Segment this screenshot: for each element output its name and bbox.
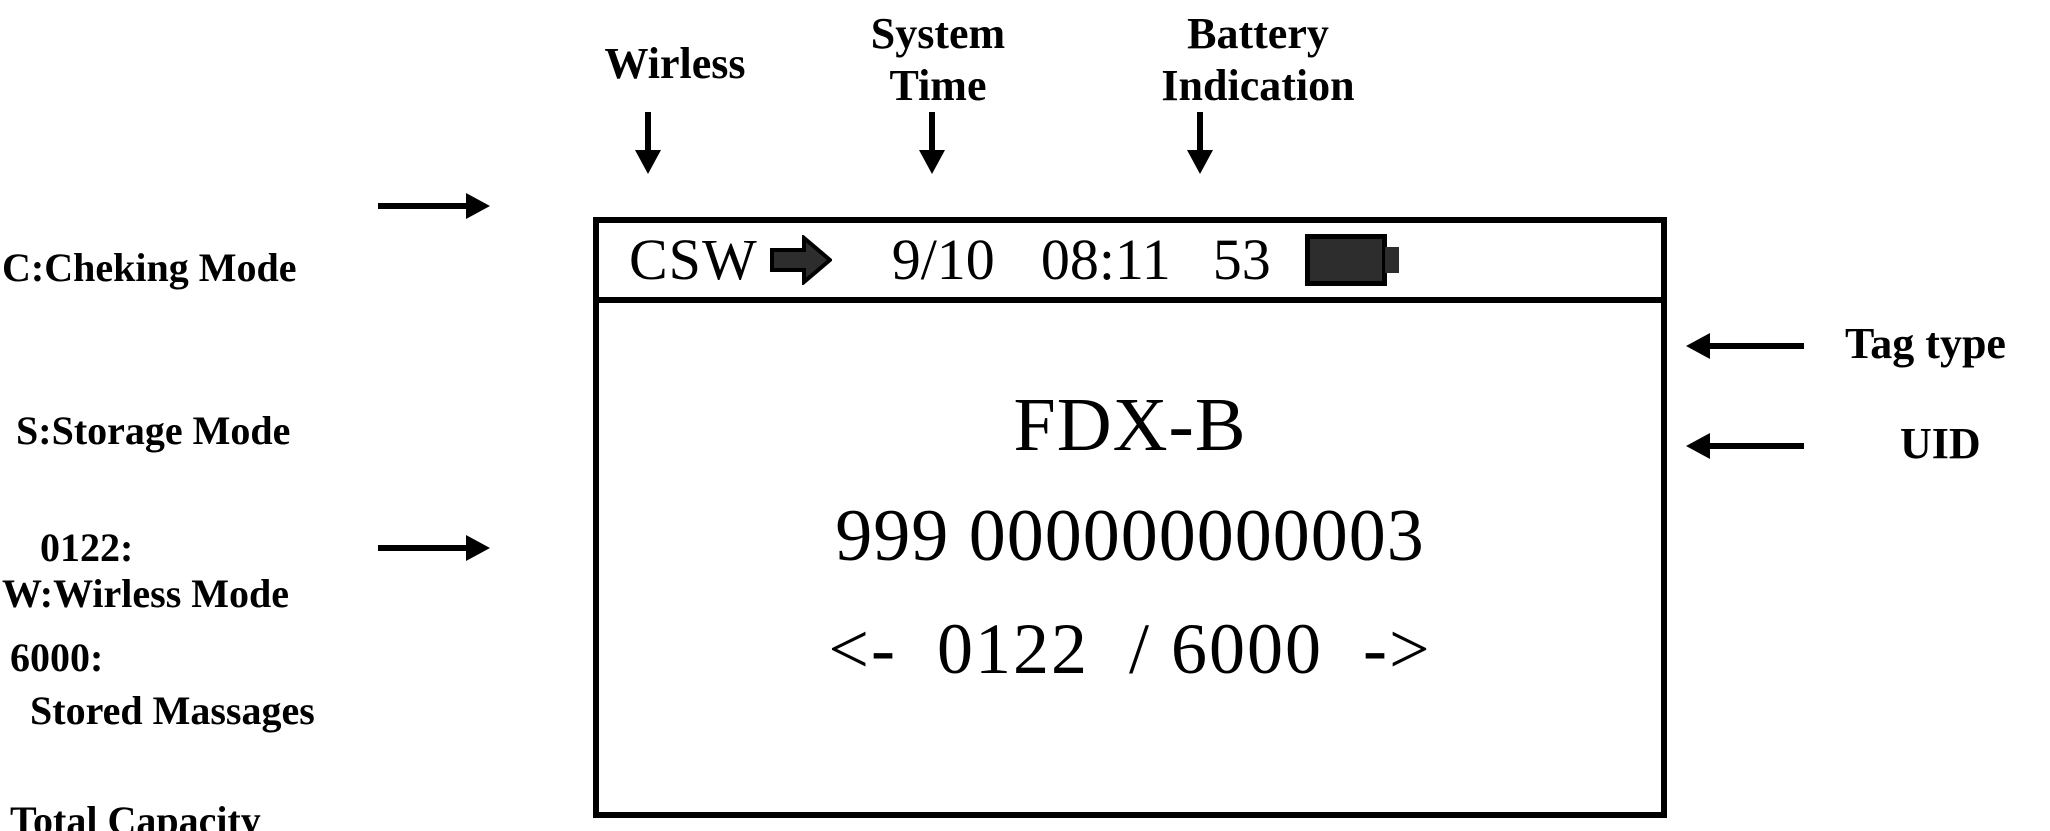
lcd-display-body: FDX-B 999 000000000003 <- 0122 / 6000 -> (599, 303, 1661, 812)
callout-label-tag-type: Tag type (1845, 319, 2006, 368)
pointer-arrow-down-system-time (912, 112, 952, 174)
arrow-head (1686, 333, 1710, 359)
arrow-head (919, 150, 945, 174)
device-lcd-screen: CSW 9/10 08:11 53 FDX-B 999 000000000003… (593, 217, 1667, 818)
callout-label-system-time: System Time (870, 9, 1006, 110)
callout-label-wireless: Wirless (604, 39, 746, 88)
pointer-arrow-right-capacity (378, 524, 490, 572)
stored-messages-value: 0122: (40, 524, 134, 570)
lcd-uid-value: 999 000000000003 (835, 495, 1425, 577)
wireless-right-arrow-icon (769, 233, 833, 287)
arrow-head (466, 193, 490, 219)
mode-legend-wireless: W:Wirless Mode (2, 571, 290, 617)
callout-label-battery-indication: Battery Indication (1161, 9, 1355, 110)
arrow-shaft (378, 203, 470, 209)
pointer-arrow-down-battery (1180, 112, 1220, 174)
status-time: 08:11 (1040, 227, 1171, 292)
status-date: 9/10 (891, 227, 995, 292)
arrow-head (466, 535, 490, 561)
mode-legend-storage: S:Storage Mode (16, 407, 291, 453)
lcd-record-navigation: <- 0122 / 6000 -> (828, 609, 1432, 689)
callout-label-stored-messages: 0122: Stored Massages (24, 412, 424, 831)
pointer-arrow-down-wireless (628, 112, 668, 174)
arrow-head (635, 150, 661, 174)
callout-label-total-capacity: 6000: Total Capacity (10, 522, 430, 831)
stored-messages-description: Stored Massages (30, 687, 315, 733)
arrow-shaft (378, 545, 470, 551)
battery-terminal-nub (1384, 247, 1399, 273)
arrow-shaft (929, 112, 935, 156)
pointer-arrow-right-modes (378, 182, 490, 230)
mode-legend-checking: C:Cheking Mode (2, 244, 297, 290)
status-seconds: 53 (1212, 227, 1271, 292)
lcd-status-bar: CSW 9/10 08:11 53 (599, 223, 1661, 303)
arrow-shaft (645, 112, 651, 156)
battery-body (1304, 234, 1387, 286)
pointer-arrow-left-uid (1686, 422, 1804, 470)
arrow-shaft (1706, 443, 1804, 449)
arrow-head (1187, 150, 1213, 174)
battery-level-icon (1304, 234, 1403, 286)
status-mode-indicator: CSW (629, 227, 758, 292)
arrow-shaft (1197, 112, 1203, 156)
arrow-shaft (1706, 343, 1804, 349)
total-capacity-value: 6000: (10, 634, 104, 680)
callout-label-modes: C:Cheking Mode S:Storage Mode W:Wirless … (2, 132, 382, 730)
arrow-head (1686, 433, 1710, 459)
total-capacity-description: Total Capacity (10, 797, 261, 831)
lcd-tag-type-value: FDX-B (1013, 383, 1247, 467)
callout-label-uid: UID (1900, 419, 1981, 468)
pointer-arrow-left-tag-type (1686, 322, 1804, 370)
